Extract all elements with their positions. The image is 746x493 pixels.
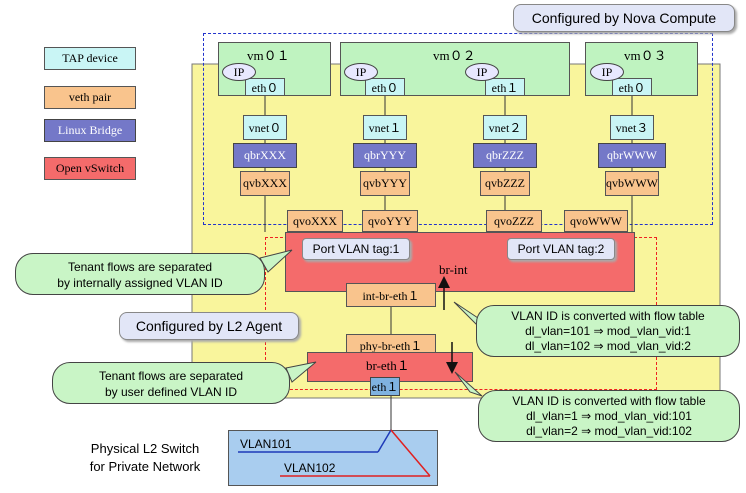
qbrYYY-box: qbrYYY <box>353 143 417 168</box>
port-vlan-tag2: Port VLAN tag:2 <box>507 238 615 260</box>
vm03-eth0: eth０ <box>612 78 652 96</box>
vnet0-box: vnet０ <box>243 115 287 140</box>
vlan102-uplink <box>390 429 431 477</box>
callout-tenant-internal-line1: Tenant flows are separated <box>67 260 213 274</box>
vnet1-box: vnet１ <box>363 115 407 140</box>
legend-veth: veth pair <box>44 86 136 109</box>
vm01-name: vm０１ <box>247 48 290 63</box>
qvoYYY-box: qvoYYY <box>362 210 418 232</box>
qbrWWW-box: qbrWWW <box>598 143 666 168</box>
legend-linux-bridge: Linux Bridge <box>44 119 136 142</box>
qbrZZZ-box: qbrZZZ <box>473 143 537 168</box>
physical-switch-title-line1: Physical L2 Switch <box>90 441 200 456</box>
callout-tenant-user-line2: by user defined VLAN ID <box>104 385 238 399</box>
physical-switch-title-line2: for Private Network <box>89 459 201 474</box>
nova-label: Configured by Nova Compute <box>513 4 735 32</box>
callout-flow-eth-line2: dl_vlan=1 ⇒ mod_vlan_vid:101 <box>526 409 692 423</box>
l2agent-label: Configured by L2 Agent <box>119 312 299 340</box>
callout-flow-int-line1: VLAN ID is converted with flow table <box>511 309 705 323</box>
vm01-eth0: eth０ <box>245 78 285 96</box>
qvbXXX-box: qvbXXX <box>240 171 290 196</box>
vm02-name: vm０２ <box>433 48 476 63</box>
vm03-name: vm０３ <box>624 48 667 63</box>
callout-tenant-internal: Tenant flows are separated by internally… <box>15 253 265 295</box>
vlan101-uplink <box>377 429 392 453</box>
callout-flow-eth-line3: dl_vlan=2 ⇒ mod_vlan_vid:102 <box>526 424 692 438</box>
callout-pointer-flow-eth <box>454 371 483 397</box>
callout-tenant-user: Tenant flows are separated by user defin… <box>52 362 290 404</box>
vlan101-label: VLAN101 <box>240 437 292 451</box>
port-vlan-tag1: Port VLAN tag:1 <box>302 238 410 260</box>
vlan102-label: VLAN102 <box>284 461 336 475</box>
callout-flow-eth-line1: VLAN ID is converted with flow table <box>512 394 706 408</box>
vm01-ip-oval: IP <box>222 63 256 81</box>
qvbZZZ-box: qvbZZZ <box>480 171 530 196</box>
callout-flow-int: VLAN ID is converted with flow table dl_… <box>476 305 740 357</box>
qvoZZZ-box: qvoZZZ <box>486 210 542 232</box>
callout-flow-eth: VLAN ID is converted with flow table dl_… <box>478 390 740 442</box>
vm02-ip-oval-0: IP <box>344 63 378 81</box>
vm02-eth0: eth０ <box>365 78 405 96</box>
callout-flow-int-line2: dl_vlan=101 ⇒ mod_vlan_vid:1 <box>525 324 691 338</box>
qvbYYY-box: qvbYYY <box>360 171 410 196</box>
vm02-eth1: eth１ <box>485 78 525 96</box>
legend-ovs: Open vSwitch <box>44 157 136 180</box>
qbrXXX-box: qbrXXX <box>233 143 297 168</box>
qvbWWW-box: qvbWWW <box>605 171 659 196</box>
qvoXXX-box: qvoXXX <box>287 210 343 232</box>
callout-tenant-internal-line2: by internally assigned VLAN ID <box>57 276 223 290</box>
eth1-physical-box: eth１ <box>370 377 400 396</box>
br-eth1-label: br-eth１ <box>366 358 410 373</box>
br-int-label: br-int <box>439 262 468 277</box>
vm02-ip-oval-1: IP <box>465 63 499 81</box>
vnet2-box: vnet２ <box>483 115 527 140</box>
callout-tenant-user-line1: Tenant flows are separated <box>98 369 244 383</box>
legend-tap: TAP device <box>44 47 136 70</box>
vnet3-box: vnet３ <box>610 115 654 140</box>
callout-flow-int-line3: dl_vlan=102 ⇒ mod_vlan_vid:2 <box>525 339 691 353</box>
physical-switch-title: Physical L2 Switch for Private Network <box>70 440 220 476</box>
qvoWWW-box: qvoWWW <box>564 210 628 232</box>
int-br-eth1-box: int-br-eth１ <box>346 283 436 307</box>
vm03-ip-oval: IP <box>590 63 624 81</box>
nova-region <box>203 33 713 225</box>
